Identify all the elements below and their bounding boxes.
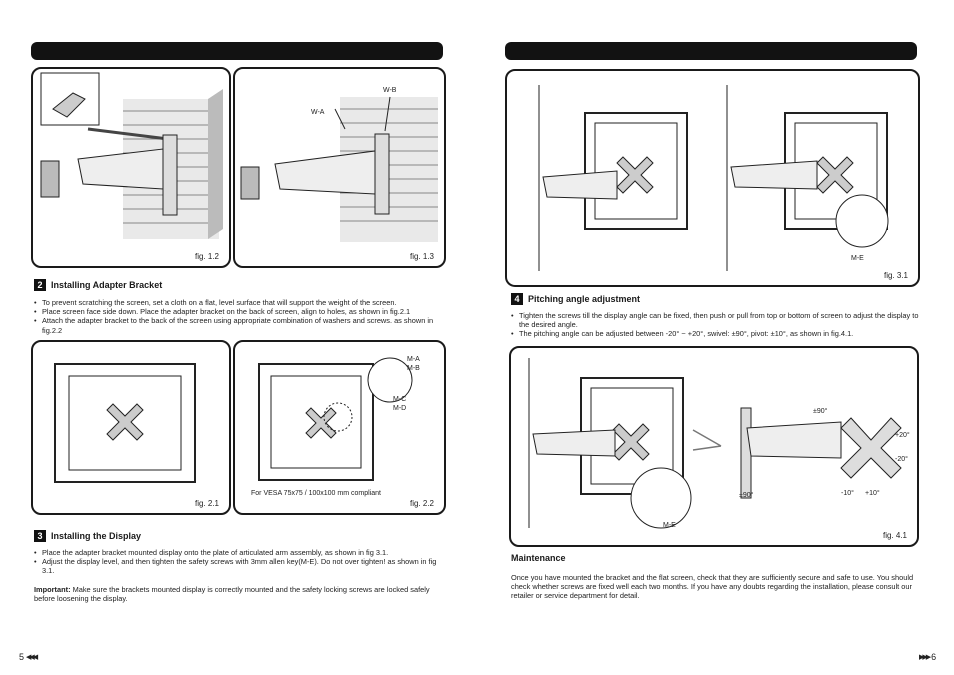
section-3-bullet-1: Place the adapter bracket mounted displa… bbox=[34, 548, 444, 557]
section-3-title: Installing the Display bbox=[51, 531, 142, 541]
section-4-number: 4 bbox=[511, 293, 523, 305]
angle-minus-10: -10° bbox=[841, 490, 854, 497]
adapter-bracket-attach-illustration bbox=[258, 357, 413, 481]
section-4-heading: 4 Pitching angle adjustment bbox=[511, 293, 640, 305]
page-number-left: 5 ◀◀◀ bbox=[19, 652, 38, 662]
display-mount-illustration bbox=[538, 85, 889, 271]
section-4-body: Tighten the screws till the display angl… bbox=[511, 311, 921, 339]
section-3-body: Place the adapter bracket mounted displa… bbox=[34, 548, 444, 603]
page-back-arrows-icon: ◀◀◀ bbox=[26, 654, 38, 661]
important-text: Make sure the brackets mounted display i… bbox=[34, 584, 430, 603]
important-note: Important: Make sure the brackets mounte… bbox=[34, 585, 444, 603]
figure-2-2-caption: fig. 2.2 bbox=[409, 499, 434, 508]
wall-anchors-illustration bbox=[240, 96, 438, 242]
section-2-heading: 2 Installing Adapter Bracket bbox=[34, 279, 162, 291]
page-number-right: ▶▶▶ 6 bbox=[919, 652, 936, 662]
wall-bracket-drill-illustration bbox=[40, 72, 223, 239]
important-label: Important: bbox=[34, 584, 71, 594]
vesa-note: For VESA 75x75 / 100x100 mm compliant bbox=[251, 490, 381, 497]
angle-plus-10: +10° bbox=[865, 490, 880, 497]
angle-plus-20: +20° bbox=[895, 432, 910, 439]
maintenance-heading: Maintenance bbox=[511, 553, 566, 563]
maintenance-body: Once you have mounted the bracket and th… bbox=[511, 573, 925, 601]
section-3-number: 3 bbox=[34, 530, 46, 542]
pitch-swivel-illustration bbox=[528, 358, 902, 529]
section-3-bullet-2: Adjust the display level, and then tight… bbox=[34, 557, 444, 575]
angle-top-swivel: ±90° bbox=[813, 408, 828, 415]
angle-bottom-swivel: ±90° bbox=[739, 492, 754, 499]
header-bar-left bbox=[31, 42, 443, 60]
section-2-bullet-1: To prevent scratching the screen, set a … bbox=[34, 298, 444, 307]
figure-3-1-caption: fig. 3.1 bbox=[883, 271, 908, 280]
page-number-5: 5 bbox=[19, 652, 25, 662]
figure-2-1-caption: fig. 2.1 bbox=[194, 499, 219, 508]
label-w-a: W-A bbox=[311, 109, 325, 116]
maintenance-text: Once you have mounted the bracket and th… bbox=[511, 573, 914, 601]
figure-3-1-panel: M-E fig. 3.1 bbox=[505, 69, 920, 287]
figure-2-1-panel: fig. 2.1 bbox=[31, 340, 231, 515]
label-w-b: W-B bbox=[383, 87, 397, 94]
section-4-title: Pitching angle adjustment bbox=[528, 294, 641, 304]
angle-minus-20: -20° bbox=[895, 456, 908, 463]
figure-4-1-panel: M-E ±90° ±90° +20° -20° -10° +10° fig. 4… bbox=[509, 346, 919, 547]
label-m-c: M-C bbox=[393, 396, 407, 403]
figure-1-2-panel: fig. 1.2 bbox=[31, 67, 231, 268]
section-2-bullet-3: Attach the adapter bracket to the back o… bbox=[34, 316, 444, 334]
figure-1-3-panel: W-B W-A fig. 1.3 bbox=[233, 67, 446, 268]
figure-1-3-caption: fig. 1.3 bbox=[409, 252, 434, 261]
label-m-b: M-B bbox=[407, 365, 420, 372]
section-2-number: 2 bbox=[34, 279, 46, 291]
figure-1-2-caption: fig. 1.2 bbox=[194, 252, 219, 261]
page-forward-arrows-icon: ▶▶▶ bbox=[919, 654, 931, 661]
screen-back-illustration bbox=[54, 363, 196, 483]
section-4-bullet-1: Tighten the screws till the display angl… bbox=[511, 311, 921, 329]
label-m-e-2: M-E bbox=[663, 522, 676, 529]
figure-2-2-panel: M-A M-B M-C M-D For VESA 75x75 / 100x100… bbox=[233, 340, 446, 515]
figure-4-1-caption: fig. 4.1 bbox=[882, 531, 907, 540]
label-m-e: M-E bbox=[851, 255, 864, 262]
page-number-6: 6 bbox=[931, 652, 937, 662]
section-4-bullet-2: The pitching angle can be adjusted betwe… bbox=[511, 329, 921, 338]
section-2-body: To prevent scratching the screen, set a … bbox=[34, 298, 444, 335]
section-2-title: Installing Adapter Bracket bbox=[51, 280, 163, 290]
section-2-bullet-2: Place screen face side down. Place the a… bbox=[34, 307, 444, 316]
header-bar-right bbox=[505, 42, 917, 60]
label-m-d: M-D bbox=[393, 405, 407, 412]
label-m-a: M-A bbox=[407, 356, 420, 363]
section-3-heading: 3 Installing the Display bbox=[34, 530, 141, 542]
